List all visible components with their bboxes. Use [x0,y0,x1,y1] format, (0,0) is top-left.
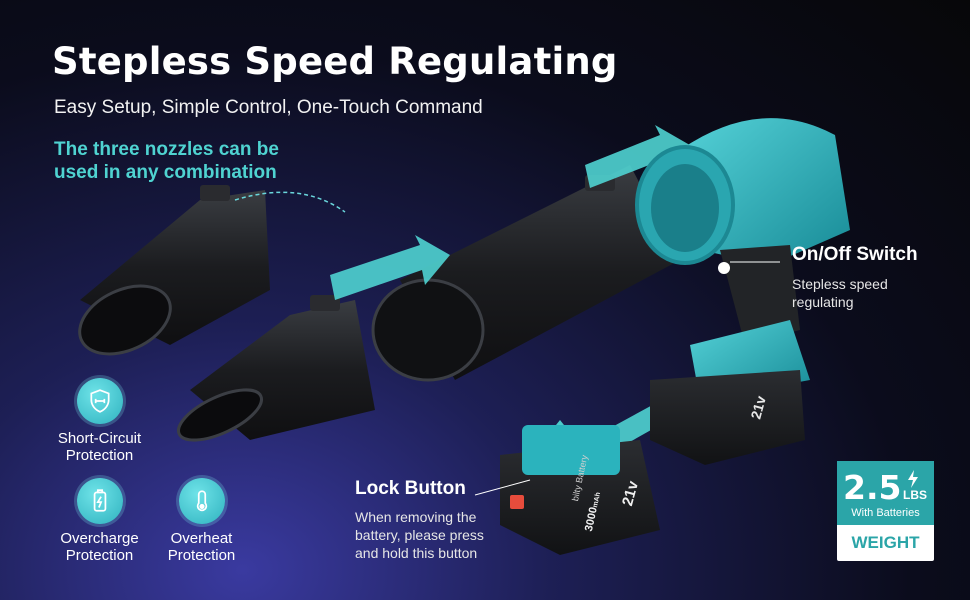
weight-badge-top: 2.5 LBS With Batteries [837,461,934,525]
shield-icon [76,378,123,424]
page-subtitle: Easy Setup, Simple Control, One-Touch Co… [54,97,483,118]
lock-callout-line-2: battery, please press [355,527,484,543]
detached-battery [500,425,660,555]
attached-battery: 21v [650,370,805,465]
page-title: Stepless Speed Regulating [52,40,618,83]
feature-overheat: Overheat Protection [154,478,249,564]
nozzle-combination-note: The three nozzles can be used in any com… [54,138,314,184]
feature-overcharge: Overcharge Protection [52,478,147,564]
lock-callout-line-3: and hold this button [355,545,478,561]
switch-callout-line-1: Stepless speed [792,276,888,292]
lock-callout-title: Lock Button [355,478,466,499]
feature-overcharge-line-2: Protection [65,547,134,564]
extension-tube [371,165,680,382]
switch-callout-line-2: regulating [792,294,854,310]
lightning-icon [908,470,918,488]
feature-overheat-line-1: Overheat [170,530,233,547]
feature-short-circuit: Short-Circuit Protection [42,378,157,464]
nozzle-note-line-2: used in any combination [54,162,277,183]
feature-overheat-line-2: Protection [167,547,236,564]
weight-value: 2.5 [843,468,902,507]
weight-note: With Batteries [851,507,920,519]
switch-callout-text: Stepless speed regulating [792,275,888,311]
weight-badge: 2.5 LBS With Batteries WEIGHT [837,461,934,561]
weight-unit: LBS [903,488,927,502]
nozzle-note-line-1: The three nozzles can be [54,139,279,160]
thermometer-icon [178,478,225,524]
battery-icon [76,478,123,524]
flat-nozzle [177,295,375,442]
switch-callout-title: On/Off Switch [792,244,918,265]
feature-short-circuit-line-1: Short-Circuit [57,430,142,447]
lock-leader-line [474,479,531,496]
feature-overcharge-line-1: Overcharge [60,530,139,547]
lock-callout-text: When removing the battery, please press … [355,508,484,562]
lock-callout-line-1: When removing the [355,509,477,525]
weight-label: WEIGHT [851,533,920,552]
battery-indicator-light [510,495,524,509]
cone-nozzle [78,185,270,356]
feature-short-circuit-line-2: Protection [65,447,134,464]
svg-text:21v: 21v [747,394,769,421]
arrow-to-tube [330,235,450,300]
switch-dot [718,262,730,274]
